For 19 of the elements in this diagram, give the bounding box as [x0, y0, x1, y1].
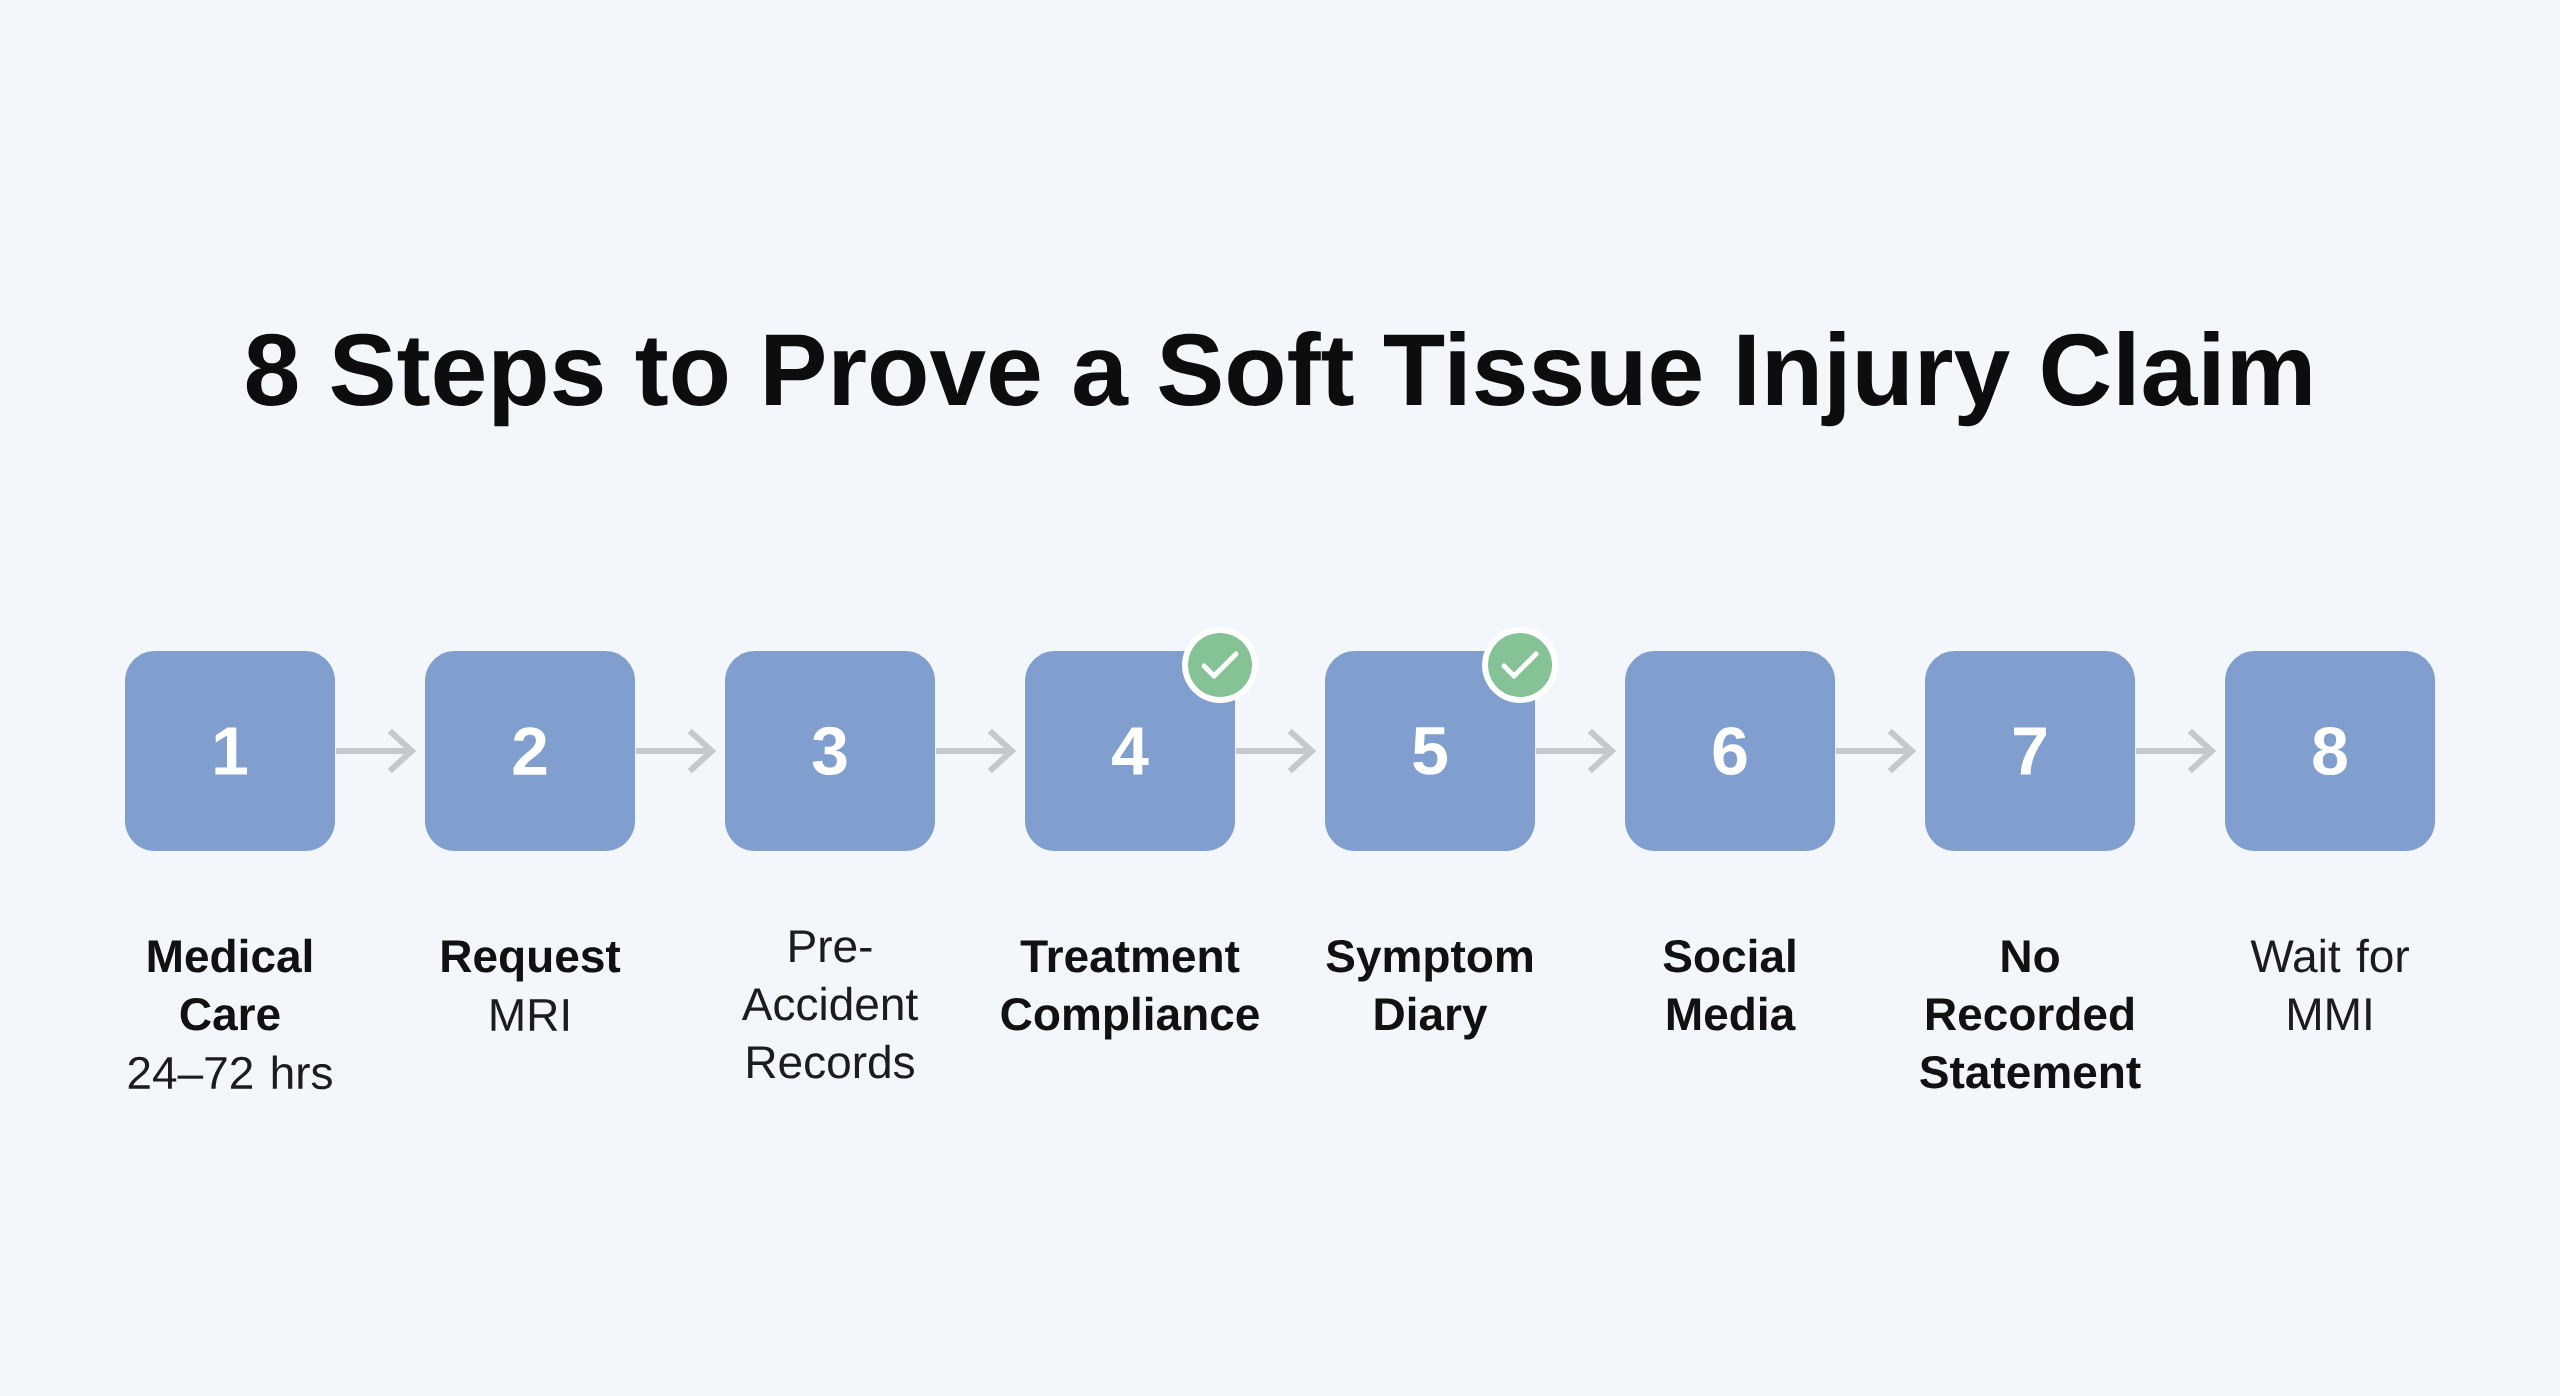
step-box: 7: [1925, 651, 2136, 851]
step-label: No Recorded Statement: [1920, 940, 2141, 1089]
step-box: 8: [2225, 651, 2436, 851]
step-box: 2: [425, 651, 635, 851]
step-label: Wait for MMI: [2250, 938, 2409, 1030]
step-box: 6: [1625, 651, 1836, 851]
title: 8 Steps to Prove a Soft Tissue Injury Claim: [246, 331, 2310, 427]
step-label: Pre- Accident Records: [741, 930, 918, 1079]
step-label: Symptom Diary: [1326, 939, 1532, 1040]
step-label: Request: [442, 940, 621, 982]
step-label: Medical Care: [148, 938, 312, 1031]
step-box: 3: [725, 651, 935, 851]
step-label: Social Media: [1663, 938, 1796, 1031]
step-box: 1: [125, 651, 335, 851]
step-detail: 24–72 hrs: [128, 1055, 332, 1090]
step-box: 5: [1325, 651, 1536, 851]
step-label: Treatment Compliance: [1001, 940, 1259, 1040]
step-detail: MRI: [491, 999, 568, 1031]
step-box: 4: [1025, 651, 1235, 851]
